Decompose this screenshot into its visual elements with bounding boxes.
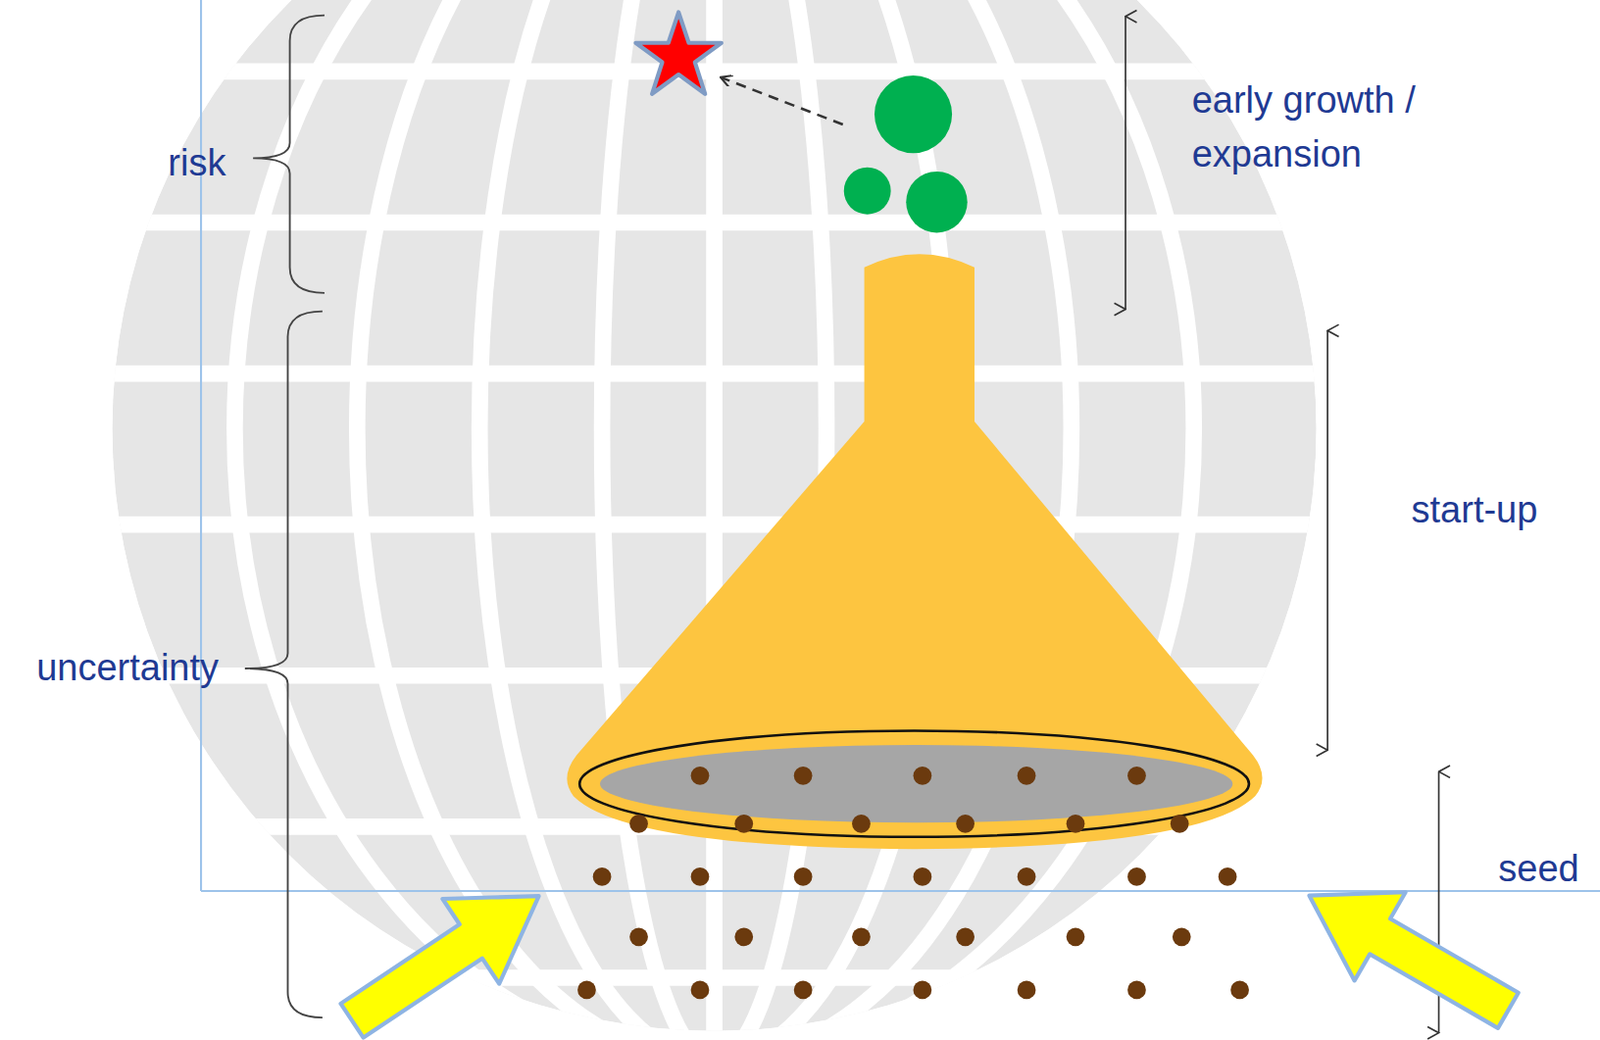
seed-dots [577,766,1250,1000]
funnel [566,253,1262,850]
dashed-arrow [721,77,844,125]
globe-watermark [101,0,1327,1040]
stage-label: uncertainty [36,641,219,696]
stage-label: early growth / expansion [1192,73,1516,182]
bracket [245,15,325,1018]
stage-label: seed [1498,842,1579,897]
input-arrow [323,851,1534,1040]
star [635,11,721,94]
axis-lines [200,0,1600,892]
stage-label: start-up [1411,483,1539,538]
growth-circles [844,75,968,233]
stage-label: risk [167,136,226,191]
